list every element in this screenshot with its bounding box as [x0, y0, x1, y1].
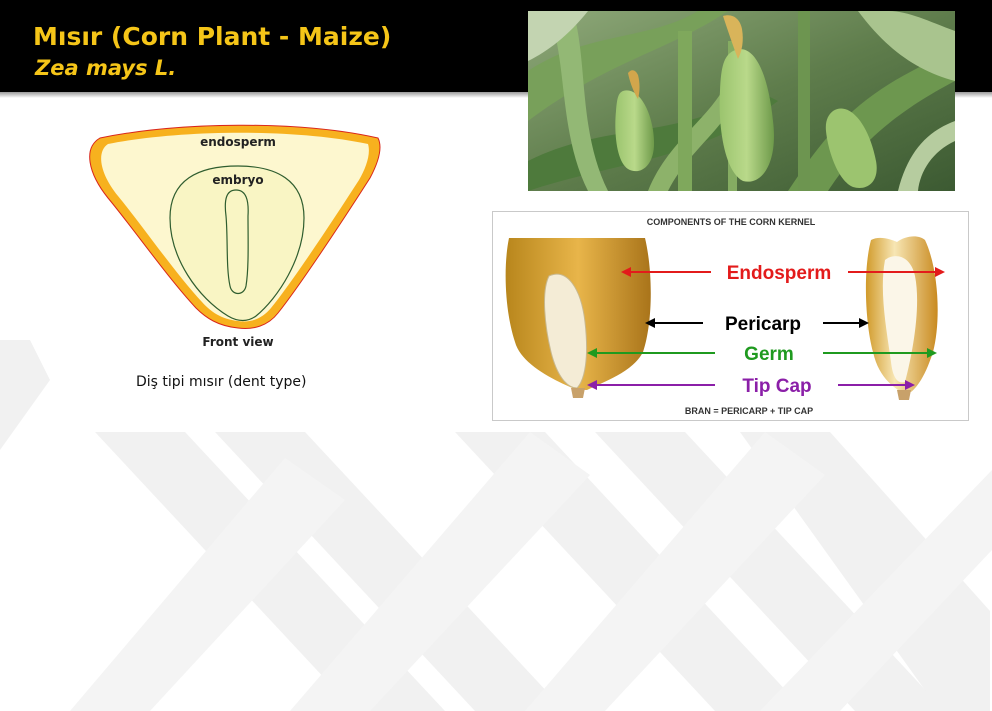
dent-type-caption: Diş tipi mısır (dent type) [136, 374, 306, 390]
tip-cap-component-label: Tip Cap [742, 376, 811, 397]
slide-subtitle: Zea mays L. [35, 56, 176, 80]
kernel-figure-title: COMPONENTS OF THE CORN KERNEL [647, 217, 816, 227]
pericarp-component-label: Pericarp [725, 314, 801, 335]
bran-formula: BRAN = PERICARP + TIP CAP [685, 406, 813, 416]
front-view-label: Front view [202, 335, 273, 349]
germ-component-label: Germ [744, 344, 794, 365]
embryo-label: embryo [212, 173, 263, 187]
slide-title: Mısır (Corn Plant - Maize) [33, 22, 391, 51]
endosperm-component-label: Endosperm [727, 263, 832, 284]
front-view-kernel-diagram: endosperm embryo Front view [78, 118, 388, 358]
endosperm-label: endosperm [200, 135, 276, 149]
corn-plant-photo [528, 11, 955, 191]
kernel-components-figure: COMPONENTS OF THE CORN KERNEL Endosperm … [492, 211, 969, 421]
